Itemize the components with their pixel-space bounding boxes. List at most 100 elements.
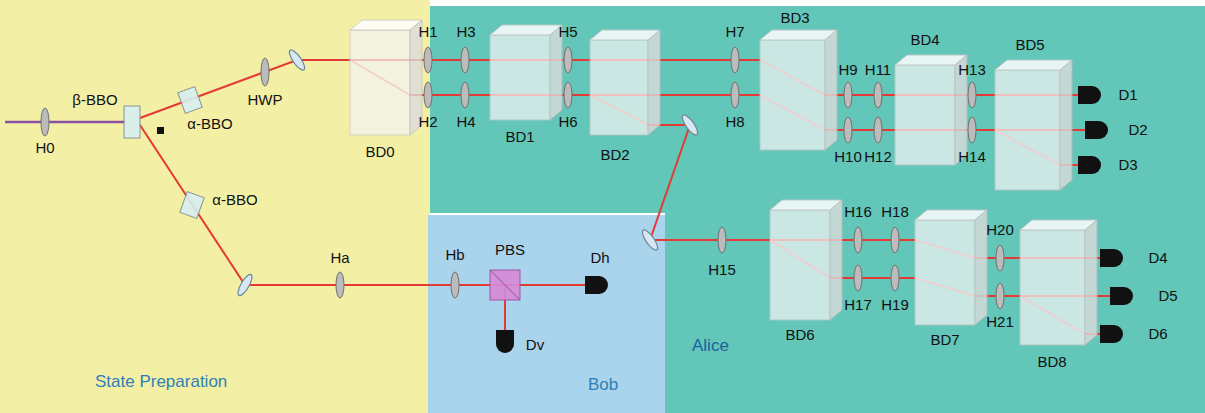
component-label: H19 [881,297,909,314]
beam-displacer [350,20,422,135]
detector [1078,156,1101,174]
component-label: Dv [526,337,544,354]
component-label: H6 [558,114,577,131]
component-label: BD5 [1015,37,1044,54]
bd-face [1020,230,1085,345]
signal-beam [140,60,350,118]
wave-plate [891,265,899,291]
wave-plate [996,245,1004,271]
wave-plate [844,82,852,108]
beam-displacers [350,20,1097,345]
wave-plate [874,117,882,143]
bd-face [975,210,987,325]
mirror [236,273,255,298]
component-label: Ha [330,250,349,267]
beam-displacer [995,60,1072,190]
component-label: α-BBO [212,192,257,209]
bd-face [895,65,955,165]
component-label: D2 [1128,122,1147,139]
detector [496,330,514,353]
pbs-diagonal [490,270,520,300]
bd-face [1020,220,1097,230]
wave-plate [968,82,976,108]
bd-face [825,30,837,150]
component-label: H17 [844,297,872,314]
component-label: H13 [958,62,986,79]
crystals [124,87,204,219]
component-label: BD3 [780,10,809,27]
panel-title: Alice [692,336,729,356]
beam-displacer [590,30,660,135]
panel-title: Bob [588,375,618,395]
component-label: H11 [865,62,891,79]
wave-plate [564,47,572,73]
bd-face [1060,60,1072,190]
wave-plate [461,47,469,73]
wave-plate [424,47,432,73]
mirror [287,48,307,72]
component-label: H0 [35,140,54,157]
bd-face [995,70,1060,190]
bd-face [995,60,1072,70]
detector [1100,249,1123,267]
wave-plate [854,265,862,291]
component-label: Dh [590,250,609,267]
component-label: D3 [1118,157,1137,174]
beam-displacer [760,30,837,150]
detector [1100,325,1123,343]
wave-plate [844,117,852,143]
component-label: H4 [456,114,475,131]
bd-face [350,30,410,135]
wave-plate [731,82,739,108]
detectors [496,86,1133,353]
detector [585,276,608,294]
alpha-bbo-crystal [178,87,202,114]
component-label: Hb [445,247,464,264]
beam-displacer [490,25,562,120]
wave-plate [718,227,726,253]
beam-dump [157,127,164,134]
bd-face [648,30,660,135]
wave-plate [336,272,344,298]
pbs-cube [490,270,520,300]
component-label: H9 [838,62,857,79]
wave-plate [461,82,469,108]
component-label: H3 [456,24,475,41]
component-label: H16 [844,204,872,221]
wave-plate [874,82,882,108]
component-label: α-BBO [187,116,232,133]
component-label: H15 [708,262,736,279]
component-label: H12 [864,149,892,166]
component-label: H10 [834,149,862,166]
idler-beam [140,125,585,285]
alpha-bbo-crystal [180,192,204,219]
detector [1110,287,1133,305]
component-label: HWP [248,92,283,109]
component-label: D6 [1148,326,1167,343]
component-label: D4 [1148,250,1167,267]
component-label: H1 [418,24,437,41]
beam-displacer [770,200,842,320]
component-label: H8 [725,114,744,131]
detector [1078,86,1101,104]
detector [1085,121,1108,139]
component-label: β-BBO [72,92,117,109]
component-label: D5 [1158,288,1177,305]
beam-displacer [895,55,967,165]
bd-face [770,210,830,320]
polarizing-beam-splitter [490,270,520,300]
bd-face [760,30,837,40]
bd-face [830,200,842,320]
component-label: BD4 [910,32,939,49]
component-label: H20 [986,222,1014,239]
component-label: BD8 [1037,354,1066,371]
setup-panel: Bob [428,215,665,413]
wave-plate [41,108,49,136]
panel-title: State Preparation [95,372,227,392]
component-label: H7 [725,24,744,41]
rail [830,277,915,279]
component-label: BD6 [785,327,814,344]
component-label: PBS [495,242,525,259]
